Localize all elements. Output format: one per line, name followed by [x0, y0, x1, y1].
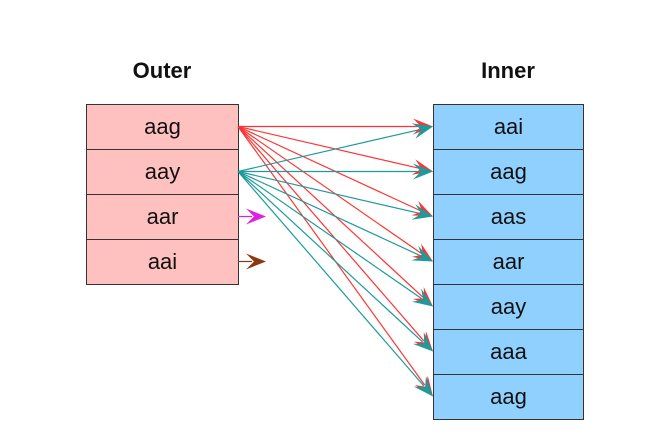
inner-title: Inner: [481, 58, 535, 83]
inner-row: aar: [434, 240, 583, 285]
edge-line: [237, 125, 420, 169]
inner-row: aay: [434, 285, 583, 330]
edge-line: [237, 171, 425, 387]
edge-line: [237, 126, 422, 255]
arrowhead-icon: [413, 376, 433, 397]
edge-line: [237, 125, 421, 212]
outer-title: Outer: [132, 58, 192, 83]
edge-line: [237, 171, 422, 300]
arrowhead-icon: [246, 253, 266, 270]
inner-row: aag: [490, 384, 527, 409]
edge-line: [237, 170, 420, 214]
edge-line: [237, 126, 426, 386]
outer-row: aag: [87, 105, 238, 150]
inner-row: aai: [434, 105, 583, 150]
arrowhead-icon: [412, 332, 433, 352]
arrowhead-icon: [246, 208, 266, 225]
arrowhead-icon: [412, 288, 433, 307]
inner-row: aag: [434, 150, 583, 195]
arrowhead-icon: [411, 245, 433, 262]
arrowhead-icon: [413, 163, 433, 180]
arrowhead-icon: [411, 123, 433, 139]
outer-row: aay: [87, 150, 238, 195]
edge-line: [237, 126, 424, 298]
inner-row: aas: [434, 195, 583, 240]
outer-row: aai: [147, 249, 178, 274]
outer-row: aar: [87, 195, 238, 240]
edge-line: [237, 171, 424, 343]
arrowhead-icon: [411, 204, 433, 220]
arrowhead-icon: [411, 200, 433, 217]
inner-row: aaa: [434, 330, 583, 375]
inner-table: aai aag aas aar aay aaa aag: [433, 104, 584, 420]
outer-table: aag aay aar aai: [86, 104, 239, 285]
edge-line: [237, 170, 421, 257]
edge-line: [237, 126, 425, 342]
edge-line: [237, 129, 420, 173]
